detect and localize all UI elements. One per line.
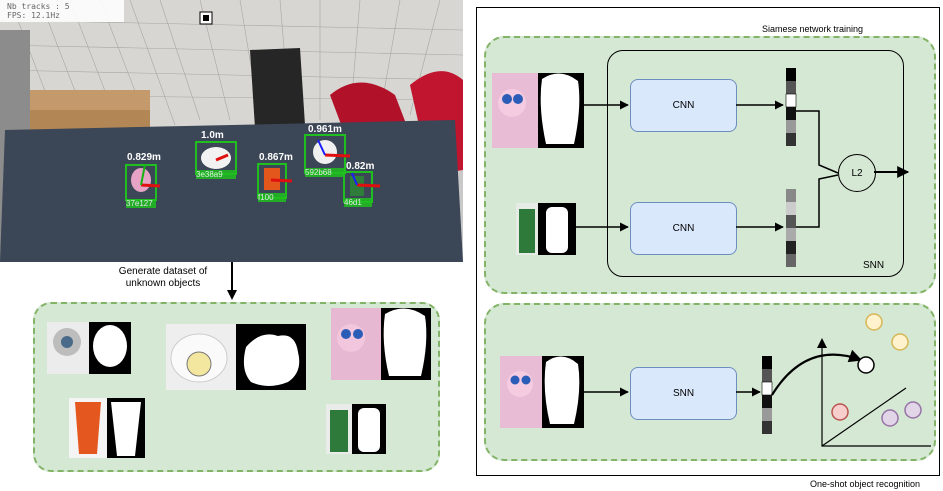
hud-fps: FPS: 12.1Hz [7, 11, 60, 20]
snn-block: SNN [630, 367, 737, 420]
training-diagram [492, 68, 910, 267]
distance-label-1: 0.829m [127, 152, 161, 163]
generate-dataset-label: Generate dataset of unknown objects [118, 266, 208, 289]
training-title: Siamese network training [762, 24, 864, 34]
distance-label-4: 0.961m [308, 124, 342, 135]
id-label-5: 46d1 [344, 198, 372, 207]
generate-arrow [227, 262, 237, 300]
recognition-title: One-shot object recognition [810, 479, 921, 489]
id-label-4: 592b68 [305, 168, 345, 177]
l2-node: L2 [838, 154, 876, 192]
id-label-2: 3e38a9 [196, 170, 236, 179]
camera-scene [0, 0, 463, 262]
snn-container-label: SNN [863, 260, 885, 271]
cnn-top-block: CNN [630, 79, 737, 132]
distance-label-3: 0.867m [259, 152, 293, 163]
cnn-bottom-block: CNN [630, 202, 737, 255]
hud-panel [0, 0, 124, 22]
dataset-thumbnails [47, 308, 431, 458]
recognition-diagram [500, 313, 931, 447]
distance-label-5: 0.82m [346, 161, 375, 172]
id-label-1: 37e127 [126, 199, 156, 208]
id-label-3: f100 [258, 193, 286, 202]
distance-label-2: 1.0m [201, 130, 224, 141]
detection-boxes [125, 134, 381, 203]
hud-tracks: Nb tracks : 5 [7, 2, 70, 11]
snn-container [607, 50, 904, 277]
